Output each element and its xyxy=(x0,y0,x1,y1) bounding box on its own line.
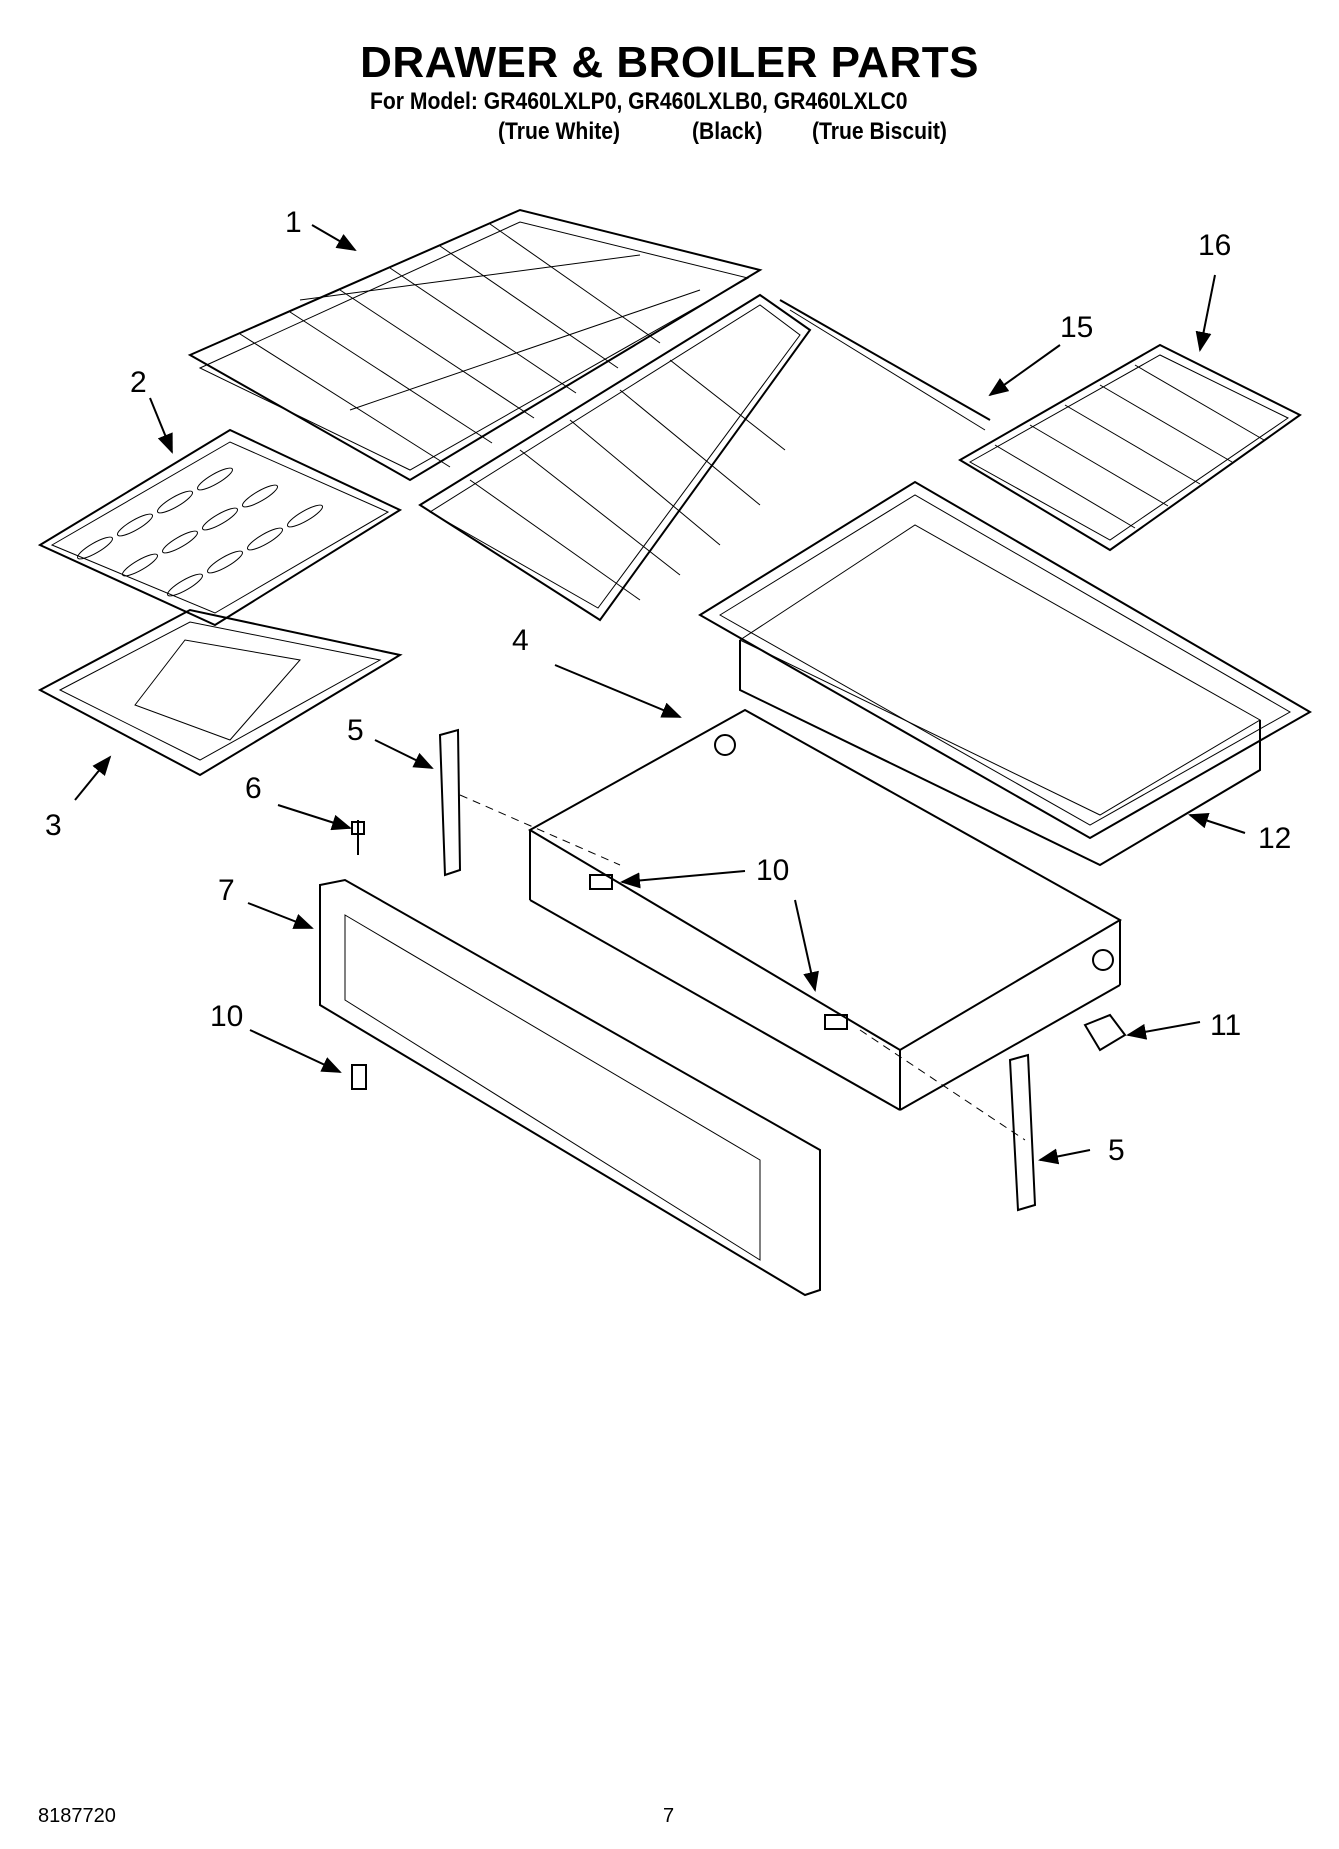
leader-10b xyxy=(794,899,819,992)
small-broiler-rack-part xyxy=(958,343,1302,552)
color-true-biscuit: (True Biscuit) xyxy=(812,118,947,145)
drawer-slide-right-part xyxy=(1008,1053,1037,1212)
color-black: (Black) xyxy=(692,118,763,145)
pin-part xyxy=(351,820,365,855)
page-number: 7 xyxy=(663,1805,675,1827)
drawer-pan-part xyxy=(698,480,1312,867)
callout-10-lower: 10 xyxy=(210,1000,243,1033)
leader-5a xyxy=(374,739,434,769)
leader-3 xyxy=(74,755,112,801)
leader-10c xyxy=(249,1029,342,1073)
callout-16: 16 xyxy=(1198,229,1231,262)
screw-part-lower xyxy=(351,1064,367,1090)
callout-3: 3 xyxy=(45,809,62,842)
leader-6 xyxy=(277,804,352,831)
drawer-front-part xyxy=(319,878,821,1297)
screw-part-upper xyxy=(589,874,613,890)
leader-4 xyxy=(554,664,682,718)
callout-4: 4 xyxy=(512,624,529,657)
color-true-white: (True White) xyxy=(498,118,621,145)
leader-16 xyxy=(1195,274,1216,352)
callout-15: 15 xyxy=(1060,311,1093,344)
clip-part xyxy=(1083,1013,1127,1052)
drawer-slide-left-part xyxy=(438,728,462,877)
callout-5-left: 5 xyxy=(347,714,364,747)
callout-1: 1 xyxy=(285,206,302,239)
callout-12: 12 xyxy=(1258,822,1291,855)
leader-2 xyxy=(149,397,173,454)
oven-rack-part xyxy=(187,208,763,482)
callout-11: 11 xyxy=(1210,1009,1241,1042)
callout-5-right: 5 xyxy=(1108,1134,1125,1167)
callout-2: 2 xyxy=(130,366,147,399)
screw-part-middle xyxy=(824,1014,848,1030)
leader-10a xyxy=(620,870,746,889)
leader-7 xyxy=(247,902,314,929)
callout-10-upper: 10 xyxy=(756,854,789,887)
leader-15 xyxy=(988,344,1061,397)
leader-1 xyxy=(311,224,357,252)
middle-rack-part xyxy=(418,293,991,622)
broiler-pan-part xyxy=(37,608,403,777)
broiler-grid-part xyxy=(37,428,403,627)
leader-12 xyxy=(1188,812,1246,834)
leader-5b xyxy=(1038,1148,1091,1165)
doc-number: 8187720 xyxy=(38,1805,116,1827)
callout-7: 7 xyxy=(218,874,235,907)
drawer-body-part xyxy=(527,708,1123,1111)
leader-11 xyxy=(1126,1021,1201,1040)
page-title: DRAWER & BROILER PARTS xyxy=(360,38,979,87)
callout-6: 6 xyxy=(245,772,262,805)
model-line: For Model: GR460LXLP0, GR460LXLB0, GR460… xyxy=(370,88,908,115)
